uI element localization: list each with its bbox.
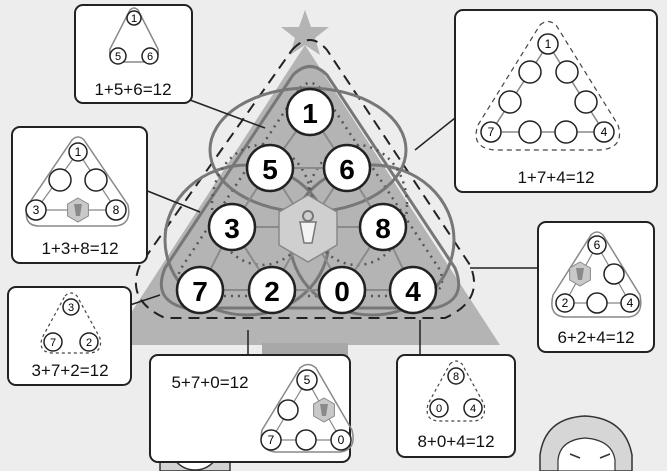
svg-text:5: 5 — [262, 154, 278, 185]
svg-text:5: 5 — [115, 51, 121, 63]
callout-5-7-0: 5 7 0 5+7+0=12 — [150, 355, 353, 462]
svg-text:0: 0 — [338, 433, 345, 447]
svg-text:6: 6 — [339, 154, 355, 185]
equation: 1+7+4=12 — [517, 168, 594, 187]
callout-8-0-4: 8 0 4 8+0+4=12 — [397, 355, 515, 457]
equation: 1+3+8=12 — [41, 239, 118, 258]
svg-text:2: 2 — [562, 296, 569, 310]
svg-text:4: 4 — [601, 125, 608, 139]
svg-text:4: 4 — [627, 296, 634, 310]
number-circle-0: 0 — [319, 267, 365, 313]
number-circle-7: 7 — [177, 267, 223, 313]
boy-character — [540, 416, 632, 471]
svg-text:1: 1 — [131, 13, 137, 25]
svg-text:4: 4 — [470, 403, 476, 415]
svg-text:5: 5 — [304, 373, 311, 387]
number-circle-6: 6 — [324, 145, 370, 191]
svg-text:0: 0 — [334, 276, 350, 307]
svg-text:7: 7 — [488, 125, 495, 139]
svg-text:7: 7 — [268, 433, 275, 447]
callout-1-3-8: 1 3 8 1+3+8=12 — [12, 127, 147, 263]
svg-text:4: 4 — [405, 276, 421, 307]
svg-text:1: 1 — [75, 145, 82, 159]
number-circle-2: 2 — [249, 267, 295, 313]
equation: 1+5+6=12 — [94, 80, 171, 99]
svg-text:1: 1 — [545, 37, 552, 51]
callout-6-2-4: 6 2 4 6+2+4=12 — [538, 222, 654, 352]
callout-3-7-2: 3 7 2 3+7+2=12 — [8, 287, 131, 385]
equation: 5+7+0=12 — [171, 373, 248, 392]
equation: 6+2+4=12 — [557, 328, 634, 347]
callout-1-5-6: 1 5 6 1+5+6=12 — [75, 5, 192, 103]
svg-text:7: 7 — [192, 276, 208, 307]
number-circle-3: 3 — [209, 204, 255, 250]
svg-text:3: 3 — [224, 213, 240, 244]
number-circle-4: 4 — [390, 267, 436, 313]
number-circle-top: 1 — [287, 89, 333, 135]
callout-1-7-4: 1 7 4 1+7+4=12 — [455, 10, 657, 192]
svg-text:6: 6 — [594, 238, 601, 252]
svg-text:2: 2 — [86, 337, 92, 349]
svg-text:7: 7 — [50, 337, 56, 349]
svg-text:0: 0 — [436, 403, 442, 415]
svg-text:3: 3 — [33, 203, 40, 217]
svg-text:3: 3 — [68, 302, 74, 314]
number-circle-8: 8 — [360, 204, 406, 250]
equation: 8+0+4=12 — [417, 432, 494, 451]
svg-text:8: 8 — [375, 213, 391, 244]
svg-text:6: 6 — [147, 51, 153, 63]
svg-text:2: 2 — [264, 276, 280, 307]
equation: 3+7+2=12 — [31, 361, 108, 380]
svg-text:1: 1 — [302, 98, 318, 129]
svg-text:8: 8 — [453, 371, 459, 383]
svg-text:8: 8 — [113, 203, 120, 217]
number-circle-5: 5 — [247, 145, 293, 191]
